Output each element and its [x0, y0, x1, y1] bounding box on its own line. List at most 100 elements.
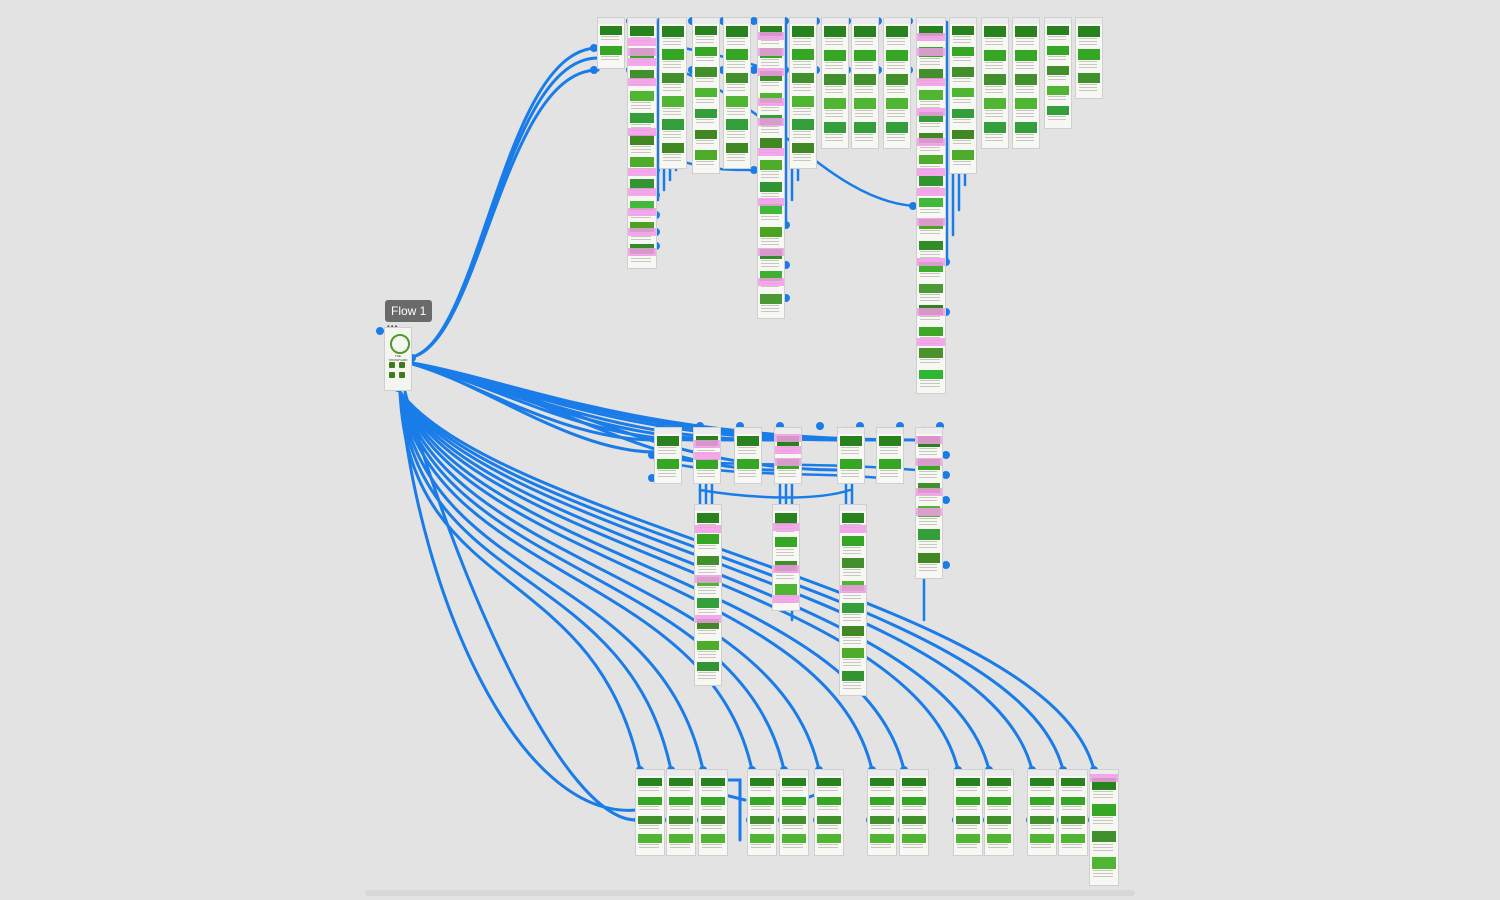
hotspot[interactable] — [628, 128, 656, 136]
hotspot[interactable] — [917, 218, 945, 226]
menu-icon[interactable] — [389, 362, 395, 368]
screen-mid-2[interactable] — [694, 428, 720, 483]
hotspot[interactable] — [758, 148, 784, 156]
hotspot[interactable] — [917, 338, 945, 346]
screen-top-11[interactable] — [917, 18, 945, 393]
screen-bottom-5[interactable] — [780, 770, 808, 855]
hotspot[interactable] — [694, 440, 720, 448]
screen-top-3[interactable] — [660, 18, 686, 168]
screen-top-14[interactable] — [1013, 18, 1039, 148]
prototype-wire[interactable] — [403, 360, 737, 442]
screen-mid-8[interactable] — [695, 505, 721, 685]
link-arrow-icon[interactable] — [909, 202, 917, 210]
hotspot[interactable] — [775, 434, 801, 442]
hotspot[interactable] — [773, 595, 799, 603]
hotspot[interactable] — [917, 168, 945, 176]
prototype-wire[interactable] — [403, 390, 638, 822]
hotspot[interactable] — [917, 188, 945, 196]
prototype-wire[interactable] — [403, 360, 696, 442]
screen-mid-10[interactable] — [840, 505, 866, 695]
screen-top-6[interactable] — [758, 18, 784, 318]
start-screen[interactable]: THE STRAWYARD — [385, 328, 411, 390]
hotspot[interactable] — [628, 38, 656, 46]
hotspot[interactable] — [628, 248, 656, 256]
hotspot[interactable] — [917, 108, 945, 116]
screen-bottom-7[interactable] — [868, 770, 896, 855]
hotspot[interactable] — [917, 33, 945, 41]
hotspot[interactable] — [917, 308, 945, 316]
hotspot[interactable] — [694, 452, 720, 460]
screen-bottom-12[interactable] — [1059, 770, 1087, 855]
link-arrow-icon[interactable] — [376, 327, 384, 335]
link-arrow-icon[interactable] — [942, 471, 950, 479]
menu-icon[interactable] — [399, 362, 405, 368]
screen-bottom-8[interactable] — [900, 770, 928, 855]
screen-top-15[interactable] — [1045, 18, 1071, 128]
hotspot[interactable] — [628, 78, 656, 86]
screen-top-2[interactable] — [628, 18, 656, 268]
more-dots-icon[interactable]: ••• — [387, 322, 399, 331]
link-arrow-icon[interactable] — [590, 44, 598, 52]
screen-bottom-6[interactable] — [815, 770, 843, 855]
hotspot[interactable] — [917, 138, 945, 146]
screen-bottom-4[interactable] — [748, 770, 776, 855]
prototype-wire[interactable] — [403, 360, 840, 472]
hotspot[interactable] — [758, 198, 784, 206]
hotspot[interactable] — [917, 258, 945, 266]
link-arrow-icon[interactable] — [750, 166, 758, 174]
flow-label[interactable]: Flow 1 — [385, 300, 433, 322]
hotspot[interactable] — [773, 523, 799, 531]
screen-top-9[interactable] — [852, 18, 878, 148]
screen-top-5[interactable] — [724, 18, 750, 168]
screen-bottom-9[interactable] — [954, 770, 982, 855]
link-arrow-icon[interactable] — [942, 561, 950, 569]
screen-top-1[interactable] — [598, 18, 624, 68]
hotspot[interactable] — [916, 436, 942, 444]
hotspot[interactable] — [758, 118, 784, 126]
link-arrow-icon[interactable] — [816, 422, 824, 430]
screen-top-13[interactable] — [982, 18, 1008, 148]
hotspot[interactable] — [628, 228, 656, 236]
hotspot[interactable] — [628, 168, 656, 176]
hotspot[interactable] — [758, 68, 784, 76]
hotspot[interactable] — [628, 208, 656, 216]
screen-mid-9[interactable] — [773, 505, 799, 610]
screen-bottom-3[interactable] — [699, 770, 727, 855]
screen-top-7[interactable] — [790, 18, 816, 168]
prototype-wire[interactable] — [398, 390, 1065, 772]
hotspot[interactable] — [840, 525, 866, 533]
menu-icon[interactable] — [399, 372, 405, 378]
prototype-wire[interactable] — [398, 390, 874, 772]
prototype-wire[interactable] — [398, 390, 642, 772]
hotspot[interactable] — [916, 488, 942, 496]
hotspot[interactable] — [840, 585, 866, 593]
link-arrow-icon[interactable] — [942, 496, 950, 504]
prototype-wire[interactable] — [398, 390, 673, 772]
hotspot[interactable] — [775, 458, 801, 466]
hotspot[interactable] — [758, 32, 784, 40]
screen-top-8[interactable] — [822, 18, 848, 148]
screen-mid-3[interactable] — [735, 428, 761, 483]
hotspot[interactable] — [1090, 774, 1118, 782]
screen-top-4[interactable] — [693, 18, 719, 173]
prototype-wire[interactable] — [403, 46, 600, 360]
prototype-wire[interactable] — [403, 56, 600, 360]
prototype-wire[interactable] — [698, 488, 852, 499]
hotspot[interactable] — [758, 48, 784, 56]
prototype-wire[interactable] — [403, 360, 657, 454]
hotspot[interactable] — [628, 58, 656, 66]
screen-mid-7[interactable] — [916, 428, 942, 578]
screen-bottom-1[interactable] — [636, 770, 664, 855]
prototype-wire[interactable] — [403, 360, 840, 442]
prototype-wire[interactable] — [398, 390, 786, 772]
horizontal-scrollbar[interactable] — [365, 890, 1135, 896]
screen-top-12[interactable] — [950, 18, 976, 173]
hotspot[interactable] — [773, 565, 799, 573]
hotspot[interactable] — [758, 248, 784, 256]
screen-bottom-10[interactable] — [985, 770, 1013, 855]
screen-mid-5[interactable] — [838, 428, 864, 483]
screen-top-16[interactable] — [1076, 18, 1102, 98]
hotspot[interactable] — [628, 188, 656, 196]
screen-mid-4[interactable] — [775, 428, 801, 483]
prototype-wire[interactable] — [403, 360, 657, 442]
